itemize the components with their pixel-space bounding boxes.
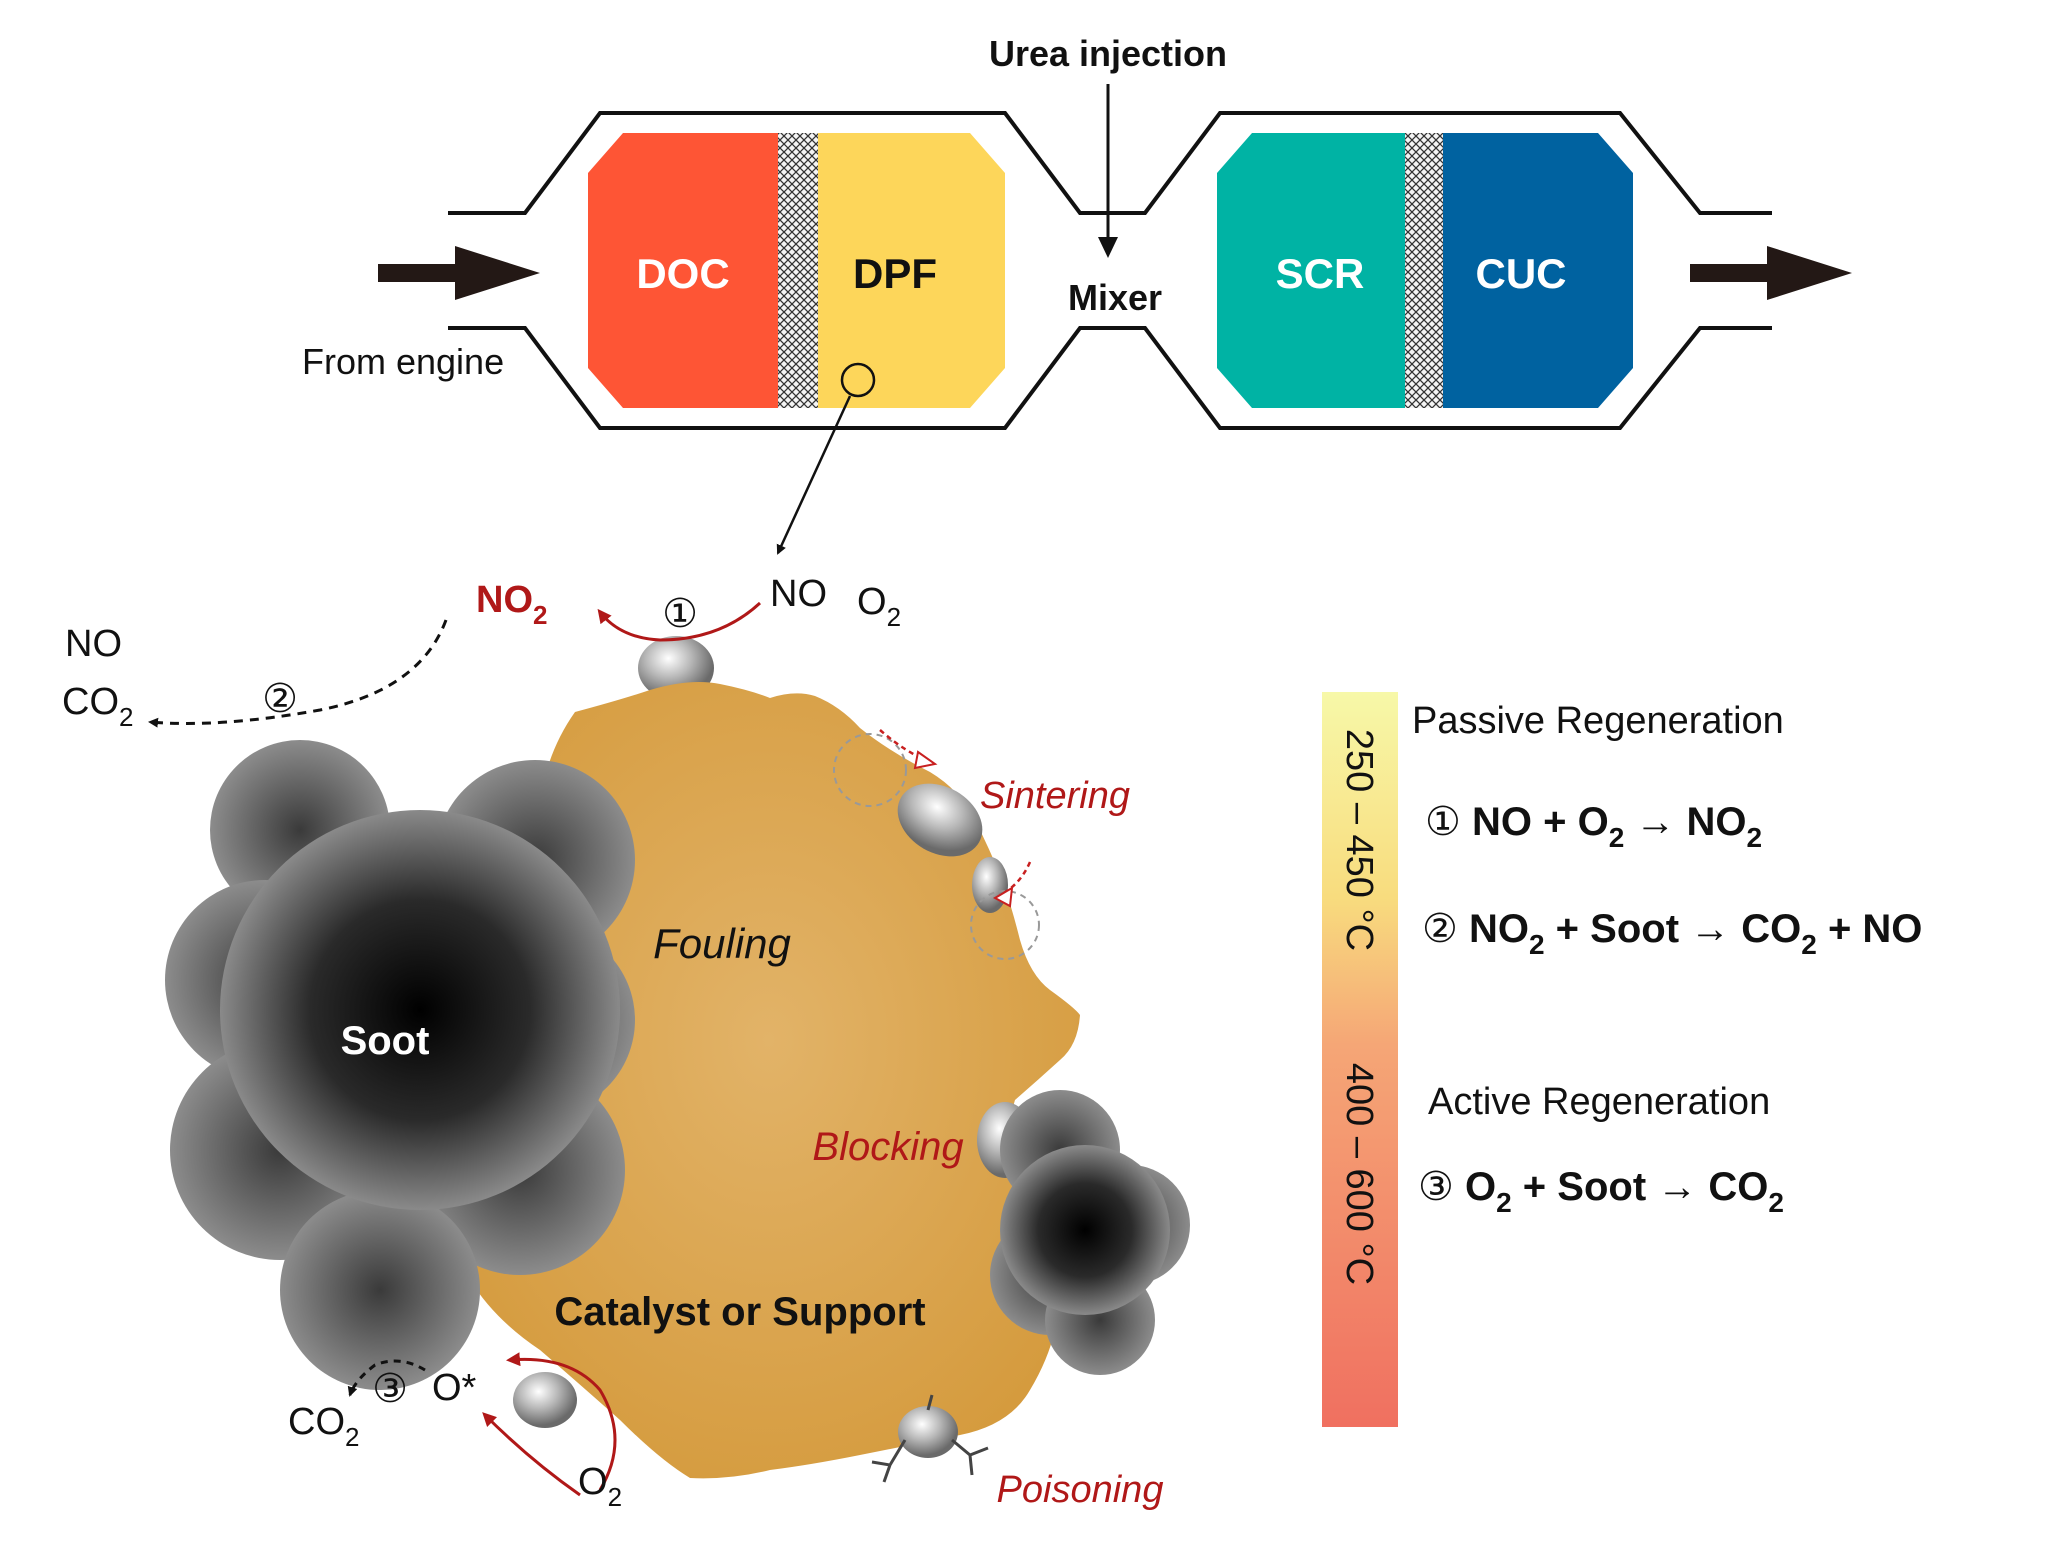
poisoning-label: Poisoning bbox=[997, 1469, 1164, 1511]
step3-o2: O2 bbox=[578, 1461, 622, 1512]
doc-dpf-mesh bbox=[778, 133, 818, 408]
temperature-bar bbox=[1322, 692, 1398, 1427]
step2-reaction: ② NO CO2 bbox=[62, 619, 448, 732]
soot-cluster bbox=[165, 740, 635, 1390]
sintering-indicator-icon bbox=[833, 729, 1040, 960]
step2-no: NO bbox=[65, 623, 122, 665]
equation-3: ③ O2 + Soot → CO2 bbox=[1418, 1165, 1784, 1218]
scr-module bbox=[1217, 133, 1405, 408]
step1-no: NO bbox=[770, 573, 827, 615]
metal-particle-poisoning bbox=[898, 1406, 958, 1458]
soot-cluster-small bbox=[990, 1090, 1190, 1375]
step1-reaction: ① NO O2 NO2 bbox=[476, 573, 901, 642]
equation-2: ② NO2 + Soot → CO2 + NO bbox=[1422, 907, 1922, 960]
urea-injection-label: Urea injection bbox=[989, 33, 1227, 74]
zoom-callout-arrow-icon bbox=[776, 395, 852, 555]
metal-particle-sintering-1 bbox=[897, 783, 983, 857]
passive-regeneration-title: Passive Regeneration bbox=[1412, 700, 1784, 742]
aftertreatment-system: DOC DPF SCR CUC From engine Urea injecti… bbox=[302, 33, 1852, 555]
blocking-label: Blocking bbox=[812, 1125, 963, 1169]
step3-o-star: O* bbox=[432, 1367, 477, 1409]
step3-reaction: ③ O* CO2 O2 bbox=[288, 1352, 622, 1512]
housing-outline-bottom bbox=[448, 326, 1772, 430]
support-label: Catalyst or Support bbox=[554, 1290, 925, 1334]
scr-cuc-mesh bbox=[1405, 133, 1443, 408]
zoom-callout-circle bbox=[840, 362, 876, 398]
temp-range-low: 250 – 450 °C bbox=[1338, 729, 1380, 951]
fouling-label: Fouling bbox=[653, 920, 791, 967]
step1-product-no2: NO2 bbox=[476, 579, 547, 630]
housing-outline bbox=[448, 111, 1772, 215]
regeneration-legend: 250 – 450 °C 400 – 600 °C Passive Regene… bbox=[1322, 692, 1922, 1427]
scr-label: SCR bbox=[1276, 250, 1365, 297]
doc-module bbox=[588, 133, 778, 408]
metal-particle-bottom-left bbox=[513, 1372, 577, 1428]
inlet-arrow-icon bbox=[378, 246, 540, 300]
outlet-arrow-icon bbox=[1690, 246, 1852, 300]
poison-ligand-icon bbox=[871, 1394, 989, 1483]
step3-co2: CO2 bbox=[288, 1401, 359, 1452]
catalyst-particle-illustration: Soot Fouling Sintering Blocking Poisonin… bbox=[62, 573, 1190, 1512]
active-regeneration-title: Active Regeneration bbox=[1428, 1081, 1770, 1123]
doc-label: DOC bbox=[636, 250, 729, 297]
step1-o2: O2 bbox=[857, 581, 901, 632]
cuc-module bbox=[1443, 133, 1633, 408]
temp-range-high: 400 – 600 °C bbox=[1338, 1063, 1380, 1285]
cuc-label: CUC bbox=[1476, 250, 1567, 297]
step1-number: ① bbox=[662, 592, 698, 636]
dpf-module bbox=[818, 133, 1005, 408]
dpf-label: DPF bbox=[853, 250, 937, 297]
step2-co2: CO2 bbox=[62, 681, 133, 732]
metal-particle-sintering-2 bbox=[972, 857, 1008, 913]
from-engine-label: From engine bbox=[302, 341, 504, 382]
mixer-label: Mixer bbox=[1068, 277, 1162, 318]
soot-label: Soot bbox=[341, 1019, 430, 1063]
step2-number: ② bbox=[262, 677, 298, 721]
equation-1: ① NO + O2 → NO2 bbox=[1425, 800, 1762, 853]
sintering-label: Sintering bbox=[980, 775, 1130, 817]
step3-number: ③ bbox=[372, 1367, 408, 1411]
